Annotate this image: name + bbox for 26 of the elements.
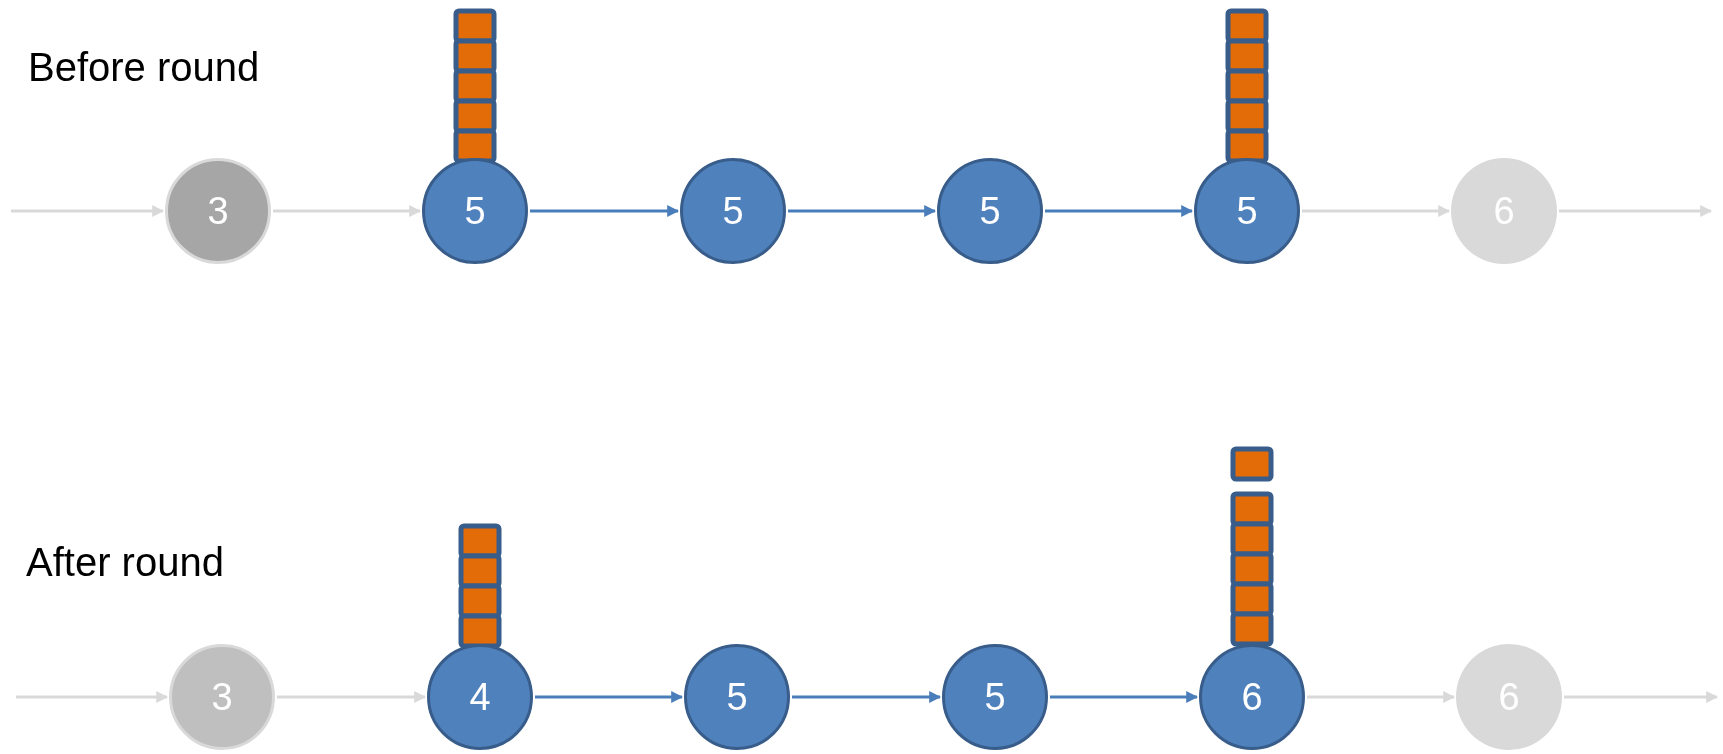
number-circle: 5 bbox=[680, 158, 786, 264]
row-heading: Before round bbox=[28, 45, 260, 90]
arrow bbox=[11, 205, 165, 217]
arrow bbox=[1050, 691, 1199, 703]
number-circle: 3 bbox=[169, 644, 275, 750]
row-heading: After round bbox=[26, 540, 224, 585]
number-circle: 6 bbox=[1199, 644, 1305, 750]
number-circle: 5 bbox=[684, 644, 790, 750]
number-circle: 3 bbox=[165, 158, 271, 264]
arrow bbox=[1307, 691, 1456, 703]
arrow bbox=[277, 691, 427, 703]
arrow bbox=[1564, 691, 1719, 703]
arrow bbox=[1302, 205, 1451, 217]
number-circle: 5 bbox=[1194, 158, 1300, 264]
arrow bbox=[530, 205, 680, 217]
number-circle: 5 bbox=[942, 644, 1048, 750]
number-circle: 4 bbox=[427, 644, 533, 750]
arrow bbox=[1559, 205, 1713, 217]
arrow bbox=[16, 691, 169, 703]
arrow bbox=[273, 205, 422, 217]
arrow bbox=[535, 691, 684, 703]
number-circle: 5 bbox=[937, 158, 1043, 264]
number-circle: 5 bbox=[422, 158, 528, 264]
arrow bbox=[792, 691, 942, 703]
arrow bbox=[788, 205, 937, 217]
arrow bbox=[1045, 205, 1194, 217]
